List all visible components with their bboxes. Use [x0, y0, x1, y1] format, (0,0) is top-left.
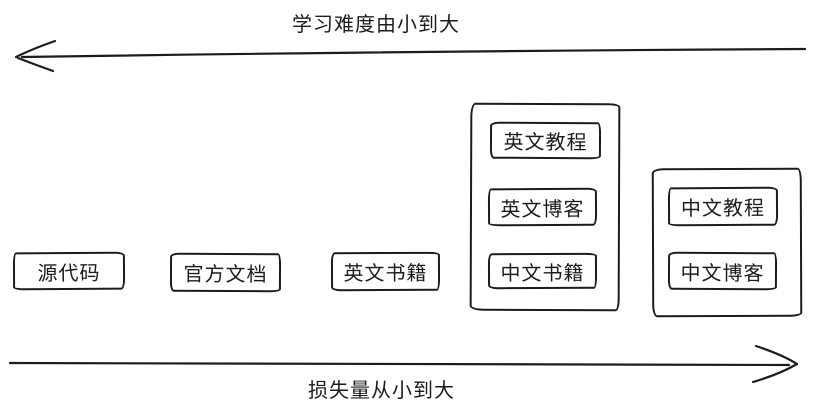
box-chinese-books: 中文书籍 [487, 252, 598, 290]
box-chinese-tutorials-label: 中文教程 [680, 197, 766, 221]
box-english-books-label: 英文书籍 [343, 262, 428, 286]
box-source-code: 源代码 [12, 251, 126, 291]
box-english-blogs: 英文博客 [487, 187, 598, 227]
box-english-tutorials: 英文教程 [489, 121, 602, 160]
box-chinese-blogs-label: 中文博客 [680, 262, 765, 285]
box-official-docs-label: 官方文档 [183, 263, 268, 287]
top-axis-label: 学习难度由小到大 [292, 14, 460, 36]
bottom-axis-label: 损失量从小到大 [308, 380, 455, 402]
left-arrow-icon [14, 39, 807, 73]
box-chinese-blogs: 中文博客 [667, 251, 778, 291]
box-english-books: 英文书籍 [330, 251, 441, 292]
box-source-code-label: 源代码 [37, 262, 101, 285]
box-chinese-tutorials: 中文教程 [667, 186, 779, 227]
box-official-docs: 官方文档 [169, 252, 282, 293]
box-english-tutorials-label: 英文教程 [503, 131, 588, 155]
box-english-blogs-label: 英文博客 [500, 198, 585, 221]
right-arrow-icon [8, 344, 799, 384]
box-chinese-books-label: 中文书籍 [500, 262, 585, 285]
